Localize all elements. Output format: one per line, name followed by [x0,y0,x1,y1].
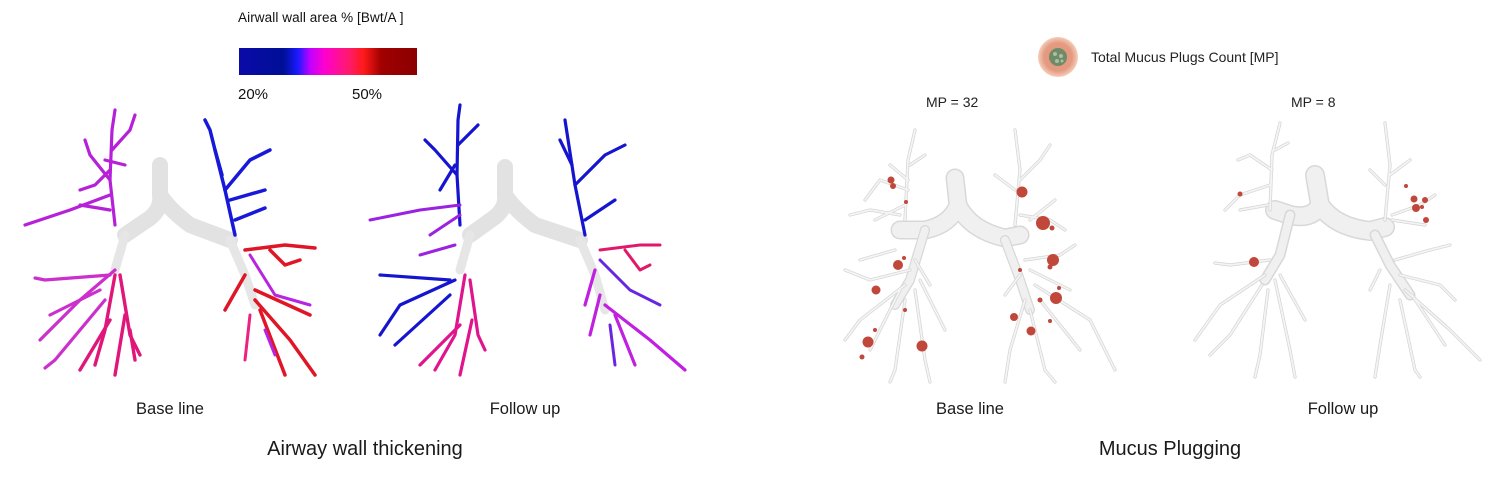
colorbar [239,48,417,75]
airway-tree-mucus-followup-icon [1193,121,1482,379]
caption-baseline-mucus: Base line [936,400,1004,418]
airway-tree-colored-baseline-icon [23,108,317,377]
colorbar-title: Airwall wall area % [Bwt/A ] [238,10,404,25]
caption-followup-mucus: Follow up [1307,400,1379,418]
airway-tree-colored-followup-icon [368,103,687,377]
colorbar-tick-20: 20% [238,86,269,103]
airway-tree-mucus-baseline-icon [843,128,1117,384]
mp-count-baseline: MP = 32 [926,94,979,110]
mucus-plug-icon [1038,37,1078,77]
panel-title-wall-thickening: Airway wall thickening [267,438,463,460]
mp-count-followup: MP = 8 [1291,94,1336,110]
panel-title-mucus-plugging: Mucus Plugging [1098,438,1242,460]
mucus-plugs-baseline [859,176,1062,360]
colorbar-tick-50: 50% [352,86,383,103]
mucus-legend: Total Mucus Plugs Count [MP] [1037,36,1279,78]
caption-baseline-wall: Base line [136,400,204,418]
mucus-legend-title: Total Mucus Plugs Count [MP] [1091,49,1279,65]
mucus-plugs-followup [1237,184,1429,267]
caption-followup-wall: Follow up [489,400,561,418]
